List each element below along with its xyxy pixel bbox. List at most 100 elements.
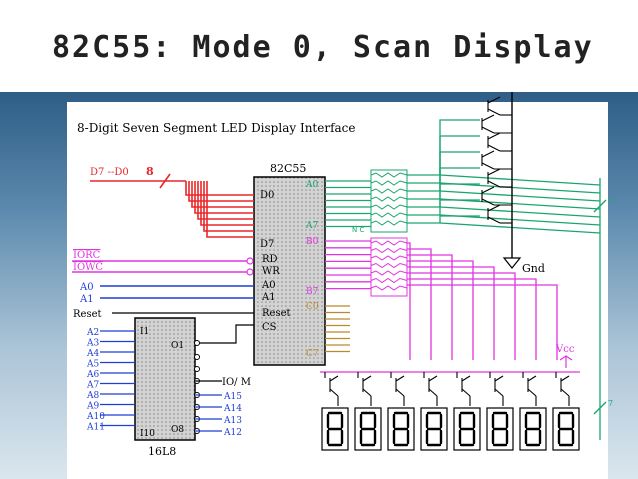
segment-bus-line xyxy=(439,190,601,202)
transistor-emitter xyxy=(395,375,405,382)
decoder-input-label: A11 xyxy=(86,423,105,433)
dec-a13: A13 xyxy=(223,416,242,426)
decoder-output-bubble xyxy=(194,354,200,360)
transistor-emitter xyxy=(494,375,504,382)
transistor-collector xyxy=(362,388,372,397)
diagram-heading: 8-Digit Seven Segment LED Display Interf… xyxy=(77,121,356,135)
pin-rd: RD xyxy=(262,254,278,265)
digit-select-line xyxy=(407,278,537,360)
rd-bubble xyxy=(246,257,254,265)
port-a-resistor-pack xyxy=(370,169,408,233)
resistor xyxy=(370,262,408,269)
pin-wr: WR xyxy=(262,266,280,277)
decoder-input-label: A3 xyxy=(86,339,99,349)
pin-pc0: C0 xyxy=(306,302,319,312)
resistor xyxy=(370,247,408,254)
resistor xyxy=(370,240,408,246)
slide-title: 82C55: Mode 0, Scan Display xyxy=(52,30,594,65)
vcc-arrow xyxy=(559,355,573,368)
decoder-cs-output xyxy=(199,324,254,344)
transistor-collector xyxy=(329,388,339,397)
resistor xyxy=(370,255,408,261)
transistor-collector xyxy=(527,388,537,397)
transistor-emitter xyxy=(487,108,501,116)
dec-a14: A14 xyxy=(223,404,242,414)
decoder-in-first: I1 xyxy=(140,327,149,337)
transistor-collector xyxy=(494,388,504,397)
port-b-resistors xyxy=(370,240,408,291)
pin-pc7: C7 xyxy=(306,349,319,359)
sig-a1: A1 xyxy=(79,294,94,305)
port-b-resistor-pack xyxy=(370,237,408,297)
transistor-collector xyxy=(461,388,471,397)
decoder-output-bubble xyxy=(194,366,200,372)
segment-drive-line xyxy=(407,119,480,176)
transistor-emitter xyxy=(487,144,501,152)
title-bar: 82C55: Mode 0, Scan Display xyxy=(0,0,638,92)
transistor-collector xyxy=(481,186,495,194)
data-bus xyxy=(90,173,254,238)
seven-segment-displays xyxy=(321,407,580,451)
dec-a12: A12 xyxy=(223,428,242,438)
control-lines xyxy=(72,260,247,273)
sig-reset: Reset xyxy=(73,309,102,320)
transistor-collector xyxy=(487,168,501,176)
pin-pb0: B0 xyxy=(306,237,319,247)
segment-bus-line xyxy=(439,174,601,186)
decoder-address-lines xyxy=(195,394,222,432)
pin-a0: A0 xyxy=(261,280,276,291)
pin-a1: A1 xyxy=(261,292,276,303)
sig-a0: A0 xyxy=(79,282,94,293)
segment-bus-line xyxy=(439,214,601,226)
resistor xyxy=(370,212,408,218)
transistor-collector xyxy=(481,114,495,122)
transistor-emitter xyxy=(362,375,372,382)
transistor-collector xyxy=(487,96,501,104)
gnd-label: Gnd xyxy=(522,262,545,275)
transistor-collector xyxy=(487,132,501,140)
decoder-in-last: I10 xyxy=(140,429,155,439)
resistor xyxy=(370,220,408,226)
transistor-collector xyxy=(560,388,570,397)
port-c-lines xyxy=(325,305,350,353)
digit-select-line xyxy=(407,266,495,360)
io-m-label: IO/ M xyxy=(222,377,251,388)
bus-width-right-top: 7 xyxy=(608,197,613,206)
transistor-emitter xyxy=(487,216,501,224)
pin-cs: CS xyxy=(262,322,277,333)
digit-select-line xyxy=(407,248,432,360)
resistor xyxy=(370,277,408,284)
transistor-emitter xyxy=(560,375,570,382)
right-segment-bus xyxy=(593,178,607,440)
bus-width-label: 8 xyxy=(146,165,154,178)
digit-frame xyxy=(387,407,415,451)
dec-a15: A15 xyxy=(223,392,242,402)
address-lines xyxy=(100,285,254,299)
transistor-emitter xyxy=(527,375,537,382)
chip-name: 82C55 xyxy=(270,162,306,175)
resistor xyxy=(370,188,408,194)
pin-reset: Reset xyxy=(262,308,291,319)
port-a-lines xyxy=(325,119,601,234)
bus-width-right-bottom: 7 xyxy=(608,399,613,408)
segment-drive-line xyxy=(407,215,480,224)
pin-pb7: B7 xyxy=(306,287,319,297)
decoder-input-label: A10 xyxy=(86,412,105,422)
decoder-out-first: O1 xyxy=(171,341,184,351)
decoder-16l8 xyxy=(134,317,196,441)
resistor xyxy=(370,196,408,202)
decoder-name: 16L8 xyxy=(148,445,176,458)
transistor-emitter xyxy=(461,375,471,382)
segment-bus-line xyxy=(439,222,601,234)
digit-select-line xyxy=(407,284,558,360)
segment-transistors xyxy=(481,96,512,224)
decoder-out-last: O8 xyxy=(171,425,184,435)
sig-iowc: IOWC xyxy=(73,262,103,273)
pin-d0: D0 xyxy=(260,190,274,201)
decoder-input-label: A4 xyxy=(86,349,99,359)
decoder-input-label: A6 xyxy=(86,370,99,380)
decoder-input-label: A5 xyxy=(86,360,99,370)
